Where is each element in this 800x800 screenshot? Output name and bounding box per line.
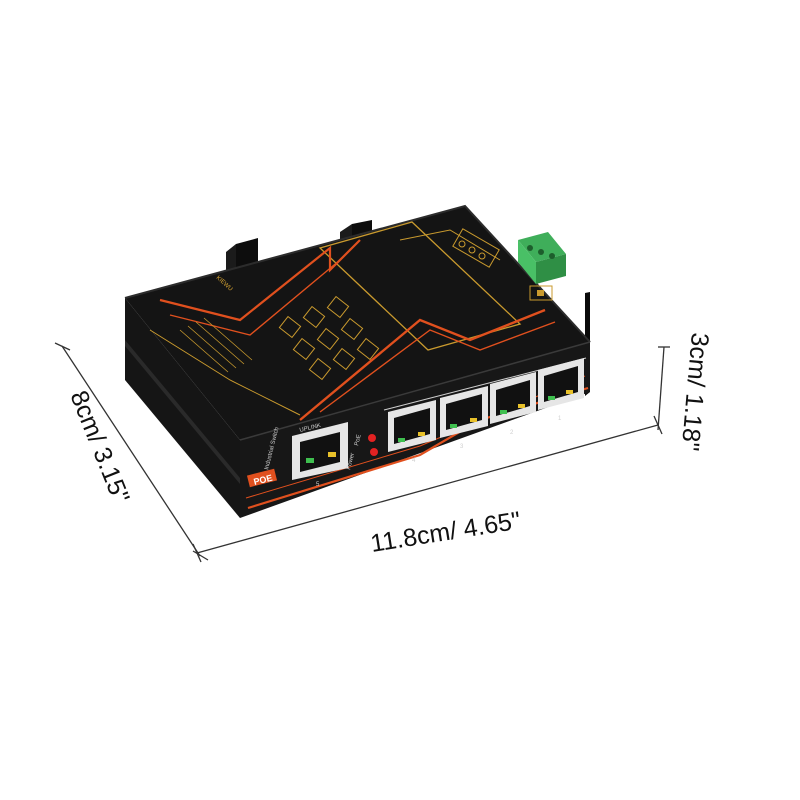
poe-badge: POE (246, 468, 278, 488)
poe-ports (388, 358, 584, 452)
status-leds (368, 434, 378, 456)
switch-marker (529, 285, 553, 301)
port-2-number: 2 (510, 430, 514, 436)
power-diagram (452, 228, 500, 268)
port-5-number: 5 (316, 482, 320, 488)
port-3 (440, 386, 488, 438)
port-1 (538, 358, 584, 410)
dimension-lines (54, 342, 670, 563)
poe-badge-text: POE (253, 473, 274, 487)
uplink-label: UPLINK (299, 423, 321, 434)
poe-led-label: PoE (354, 434, 363, 446)
terminal-block (518, 232, 566, 284)
cert-icons (278, 295, 380, 381)
port-3-number: 3 (460, 444, 464, 450)
uplink-port (292, 422, 348, 480)
port-4 (388, 400, 436, 452)
power-led-label: Power (346, 453, 356, 471)
width-label: 11.8cm/ 4.65" (369, 507, 523, 558)
height-label: 3cm/ 1.18" (676, 331, 714, 452)
port-2 (490, 372, 536, 424)
depth-label: 8cm/ 3.15" (64, 387, 134, 508)
port-4-number: 4 (412, 458, 416, 464)
port-1-number: 1 (558, 416, 562, 422)
label-text-lines (179, 317, 253, 373)
